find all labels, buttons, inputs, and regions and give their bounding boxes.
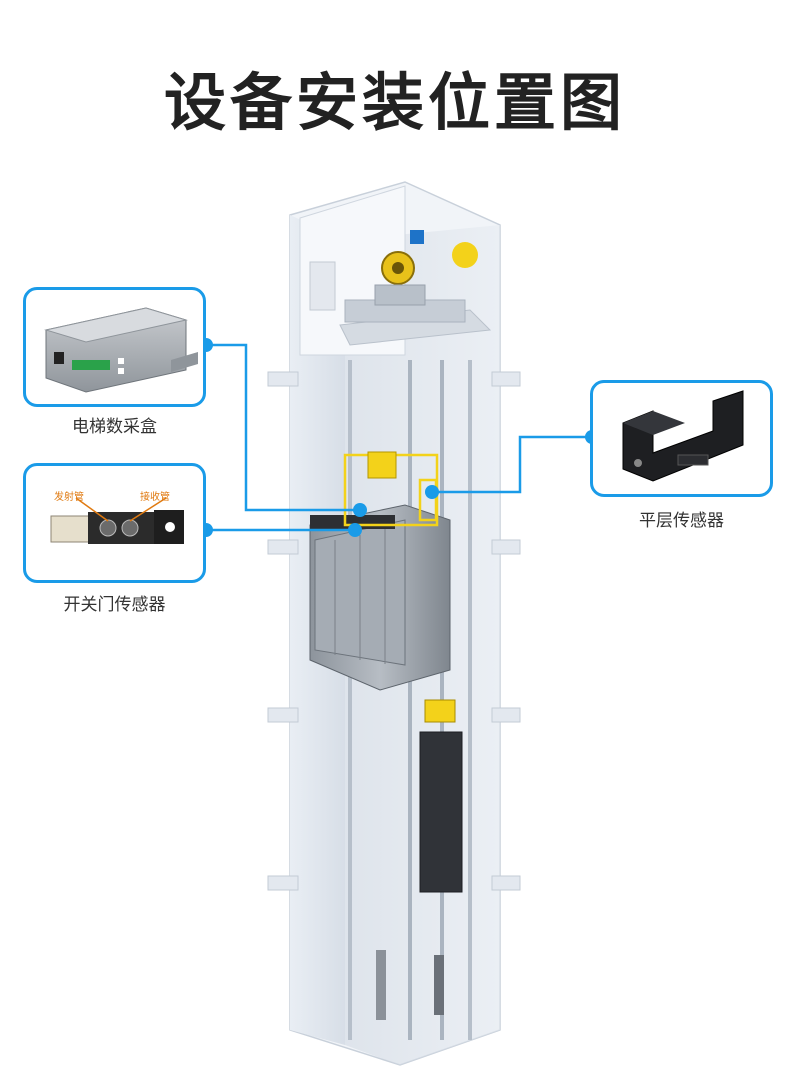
data-box-callout xyxy=(23,287,206,407)
receiver-label: 接收管 xyxy=(140,492,170,503)
data-box-image xyxy=(44,307,198,393)
emitter-label: 发射管 xyxy=(54,492,84,503)
door-sensor-callout: 发射管 接收管 xyxy=(23,463,206,583)
door-sensor-caption: 开关门传感器 xyxy=(63,595,166,615)
counterweight xyxy=(376,699,463,1020)
elevator-car xyxy=(309,451,451,691)
level-sensor-image xyxy=(622,390,744,482)
connector-lines xyxy=(206,343,592,532)
level-sensor-callout xyxy=(590,380,773,497)
level-sensor-caption: 平层传感器 xyxy=(639,511,724,531)
data-box-caption: 电梯数采盒 xyxy=(72,417,157,437)
machine-room xyxy=(309,230,492,346)
page-title: 设备安装位置图 xyxy=(163,66,626,139)
door-sensor-image xyxy=(50,497,184,544)
